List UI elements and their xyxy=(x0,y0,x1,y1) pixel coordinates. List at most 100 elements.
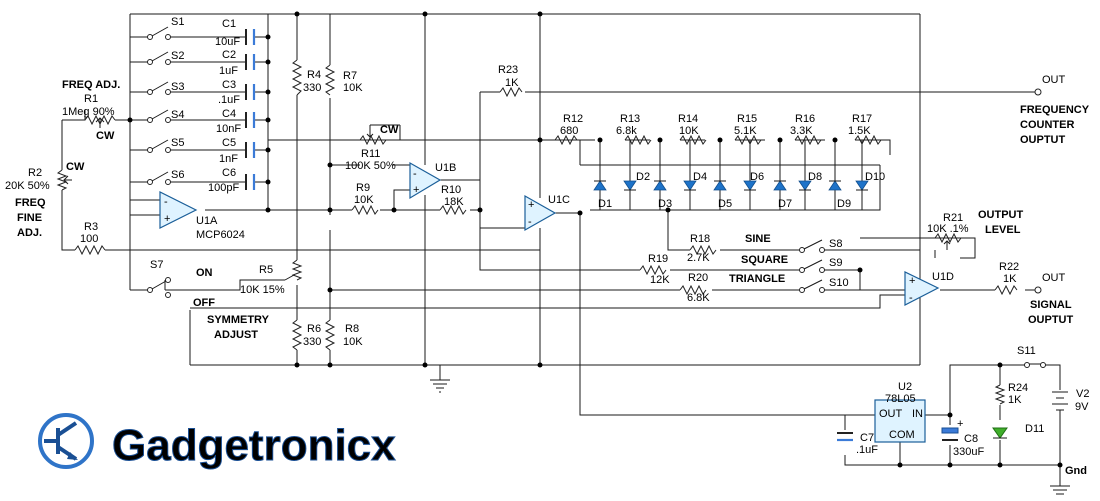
off-label: OFF xyxy=(193,297,215,309)
resistor-r15-value: 5.1K xyxy=(734,125,757,137)
switch-s11[interactable]: S11 xyxy=(1017,345,1046,368)
regulator-part: 78L05 xyxy=(885,393,916,405)
capacitor-c7: C7 .1uF xyxy=(837,432,878,456)
resistor-r7: R7 10K xyxy=(324,64,363,96)
u1a-minus: - xyxy=(164,196,168,208)
r1-cw-label: CW xyxy=(96,130,115,142)
capacitor-c2: C2 1uF xyxy=(219,49,256,77)
freq-adj-label: FREQ ADJ. xyxy=(62,79,120,91)
diode-d11-label: D11 xyxy=(1025,423,1044,435)
freq-counter-label-1: FREQUENCY xyxy=(1020,104,1090,116)
freq-fine-label-3: ADJ. xyxy=(17,227,42,239)
u1b-name: U1B xyxy=(435,162,456,174)
regulator-pin-com: COM xyxy=(889,429,915,441)
resistor-r16-value: 3.3K xyxy=(790,125,813,137)
resistor-r18: R18 2.7K xyxy=(687,233,717,264)
led-d11: D11 xyxy=(992,423,1044,439)
resistor-r1-name: R1 xyxy=(84,93,98,105)
resistor-r21: R21 10K .1% xyxy=(927,212,969,250)
switch-s2[interactable]: S2 xyxy=(147,50,185,65)
resistor-r15-name: R15 xyxy=(737,113,757,125)
freq-counter-label-2: COUNTER xyxy=(1020,119,1074,131)
resistor-r24: R24 1K xyxy=(994,382,1028,406)
capacitor-c3-value: .1uF xyxy=(218,94,240,106)
signal-out-label: OUT xyxy=(1042,272,1066,284)
resistor-r21-value: 10K .1% xyxy=(927,223,969,235)
u1a-plus: + xyxy=(164,213,170,225)
switch-s4-label: S4 xyxy=(171,109,184,121)
resistor-r22: R22 1K xyxy=(994,261,1019,296)
u1d-name: U1D xyxy=(932,271,954,283)
battery-name: V2 xyxy=(1076,388,1089,400)
resistor-r12-name: R12 xyxy=(563,113,583,125)
resistor-r23: R23 1K xyxy=(498,64,523,98)
capacitor-c3-name: C3 xyxy=(222,79,236,91)
resistor-r19-name: R19 xyxy=(648,253,668,265)
capacitor-c8-value: 330uF xyxy=(953,446,984,458)
transistor-icon xyxy=(38,413,94,469)
switch-s7[interactable]: S7 xyxy=(130,259,171,298)
capacitor-c7-value: .1uF xyxy=(856,444,878,456)
switch-s10[interactable]: S10 xyxy=(799,277,851,293)
freq-fine-label-2: FINE xyxy=(17,212,42,224)
switch-s1[interactable]: S1 xyxy=(147,16,185,40)
regulator-pin-out: OUT xyxy=(879,408,903,420)
resistor-r4: R4 330 xyxy=(291,59,321,96)
c8-plus: + xyxy=(957,418,963,430)
opamp-u1a: - + U1A MCP6024 xyxy=(159,191,245,241)
wiring xyxy=(61,13,1061,480)
u1b-plus: + xyxy=(413,184,419,196)
resistor-r14-name: R14 xyxy=(678,113,698,125)
resistor-r8: R8 10K xyxy=(324,319,363,351)
resistor-r9-value: 10K xyxy=(354,194,374,206)
capacitor-c4-value: 10nF xyxy=(216,123,241,135)
u1c-plus: + xyxy=(528,199,534,211)
resistor-r13: R13 6.8k xyxy=(616,113,652,146)
resistor-r10: R10 18K xyxy=(439,184,467,216)
resistor-r4-value: 330 xyxy=(303,82,321,94)
capacitor-c1: C1 10uF xyxy=(215,18,256,48)
frequency-counter-output[interactable]: OUT FREQUENCY COUNTER OUPTUT xyxy=(1020,74,1090,146)
switch-s8[interactable]: S8 xyxy=(799,238,851,253)
resistor-r2-name: R2 xyxy=(28,167,42,179)
resistor-r19: R19 12K xyxy=(639,253,670,286)
resistor-r17-value: 1.5K xyxy=(848,125,871,137)
capacitor-c5-value: 1nF xyxy=(219,153,238,165)
resistor-r5-value: 10K 15% xyxy=(240,284,285,296)
switch-s1-label: S1 xyxy=(171,16,184,28)
regulator-pin-in: IN xyxy=(912,408,923,420)
switch-s6[interactable]: S6 xyxy=(147,169,185,185)
signal-output[interactable]: OUT SIGNAL OUPTUT xyxy=(1028,272,1074,326)
switch-s4[interactable]: S4 xyxy=(147,109,185,123)
resistor-r3-name: R3 xyxy=(84,221,98,233)
freq-out-label: OUT xyxy=(1042,74,1066,86)
resistor-r15: R15 5.1K xyxy=(734,113,762,146)
resistor-r17-name: R17 xyxy=(852,113,872,125)
signal-label-2: OUPTUT xyxy=(1028,314,1074,326)
diode-d9-label: D9 xyxy=(837,198,851,210)
resistor-r24-name: R24 xyxy=(1008,382,1028,394)
resistor-r22-value: 1K xyxy=(1003,273,1017,285)
diode-d10: D10 xyxy=(855,171,885,191)
resistor-r24-value: 1K xyxy=(1008,394,1022,406)
switch-s3[interactable]: S3 xyxy=(147,81,185,95)
switch-s5[interactable]: S5 xyxy=(147,137,185,153)
diode-d8-label: D8 xyxy=(808,171,822,183)
opamp-u1b: - + U1B xyxy=(409,161,456,200)
diode-d9: D9 xyxy=(828,180,851,210)
resistor-r5: R5 10K 15% xyxy=(240,259,303,296)
diode-d5: D5 xyxy=(713,180,732,210)
switch-s11-label: S11 xyxy=(1017,345,1036,357)
diode-d1-label: D1 xyxy=(598,198,612,210)
resistor-r12-value: 680 xyxy=(560,125,578,137)
brand-logo: Gadgetronicx xyxy=(38,413,397,471)
r11-cw-label: CW xyxy=(380,124,399,136)
square-label: SQUARE xyxy=(741,254,788,266)
capacitor-c4: C4 10nF xyxy=(216,108,256,135)
sine-label: SINE xyxy=(745,233,771,245)
regulator-name: U2 xyxy=(898,381,912,393)
switch-s9[interactable]: S9 xyxy=(799,257,851,273)
output-level-label-1: OUTPUT xyxy=(978,209,1024,221)
resistor-r3: R3 100 xyxy=(74,221,106,256)
